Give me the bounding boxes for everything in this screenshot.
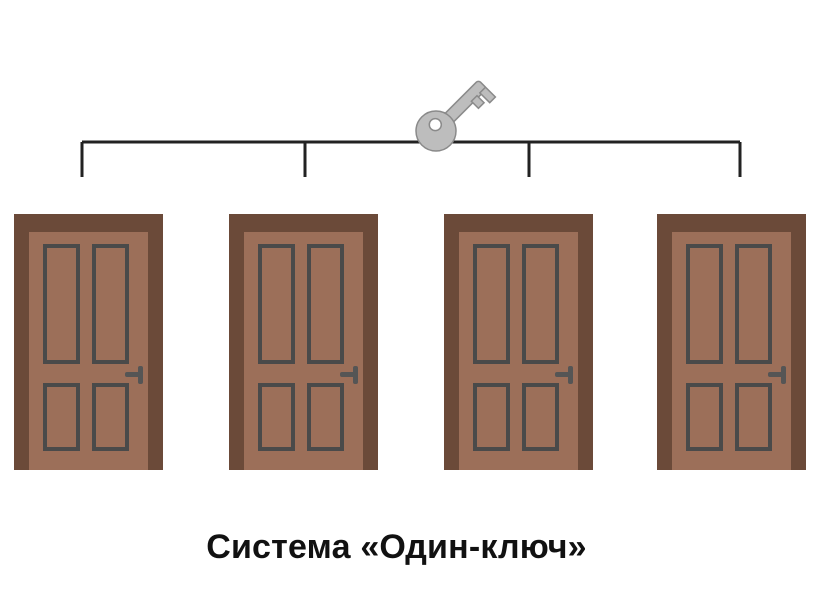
door-panel-3: [258, 383, 295, 451]
door-3: [444, 214, 593, 470]
door-panel-1: [258, 244, 295, 364]
door-handle-lever: [768, 372, 784, 377]
door-handle-lever: [125, 372, 141, 377]
door-panel-2: [735, 244, 772, 364]
door-4: [657, 214, 806, 470]
door-panel-1: [686, 244, 723, 364]
door-panel-2: [92, 244, 129, 364]
diagram-caption: Система «Один-ключ»: [206, 528, 587, 566]
door-panel-4: [92, 383, 129, 451]
door-panel-4: [307, 383, 344, 451]
door-panel-2: [307, 244, 344, 364]
door-panel-4: [735, 383, 772, 451]
door-panel-1: [43, 244, 80, 364]
door-panel-3: [473, 383, 510, 451]
door-panel-3: [686, 383, 723, 451]
key-tooth-2: [478, 86, 497, 104]
key-connector-lines: [80, 140, 742, 177]
door-handle-plate: [781, 366, 786, 384]
door-panel-3: [43, 383, 80, 451]
door-handle-lever: [340, 372, 356, 377]
door-2: [229, 214, 378, 470]
doors-group: [14, 214, 806, 470]
door-panel-2: [522, 244, 559, 364]
key-shape: [415, 80, 497, 152]
door-handle-plate: [568, 366, 573, 384]
key-icon: [415, 80, 497, 152]
door-handle-lever: [555, 372, 571, 377]
door-handle-plate: [353, 366, 358, 384]
key-hole: [428, 117, 443, 132]
door-handle-plate: [138, 366, 143, 384]
door-panel-4: [522, 383, 559, 451]
door-panel-1: [473, 244, 510, 364]
key-tooth-1: [470, 94, 486, 110]
door-1: [14, 214, 163, 470]
